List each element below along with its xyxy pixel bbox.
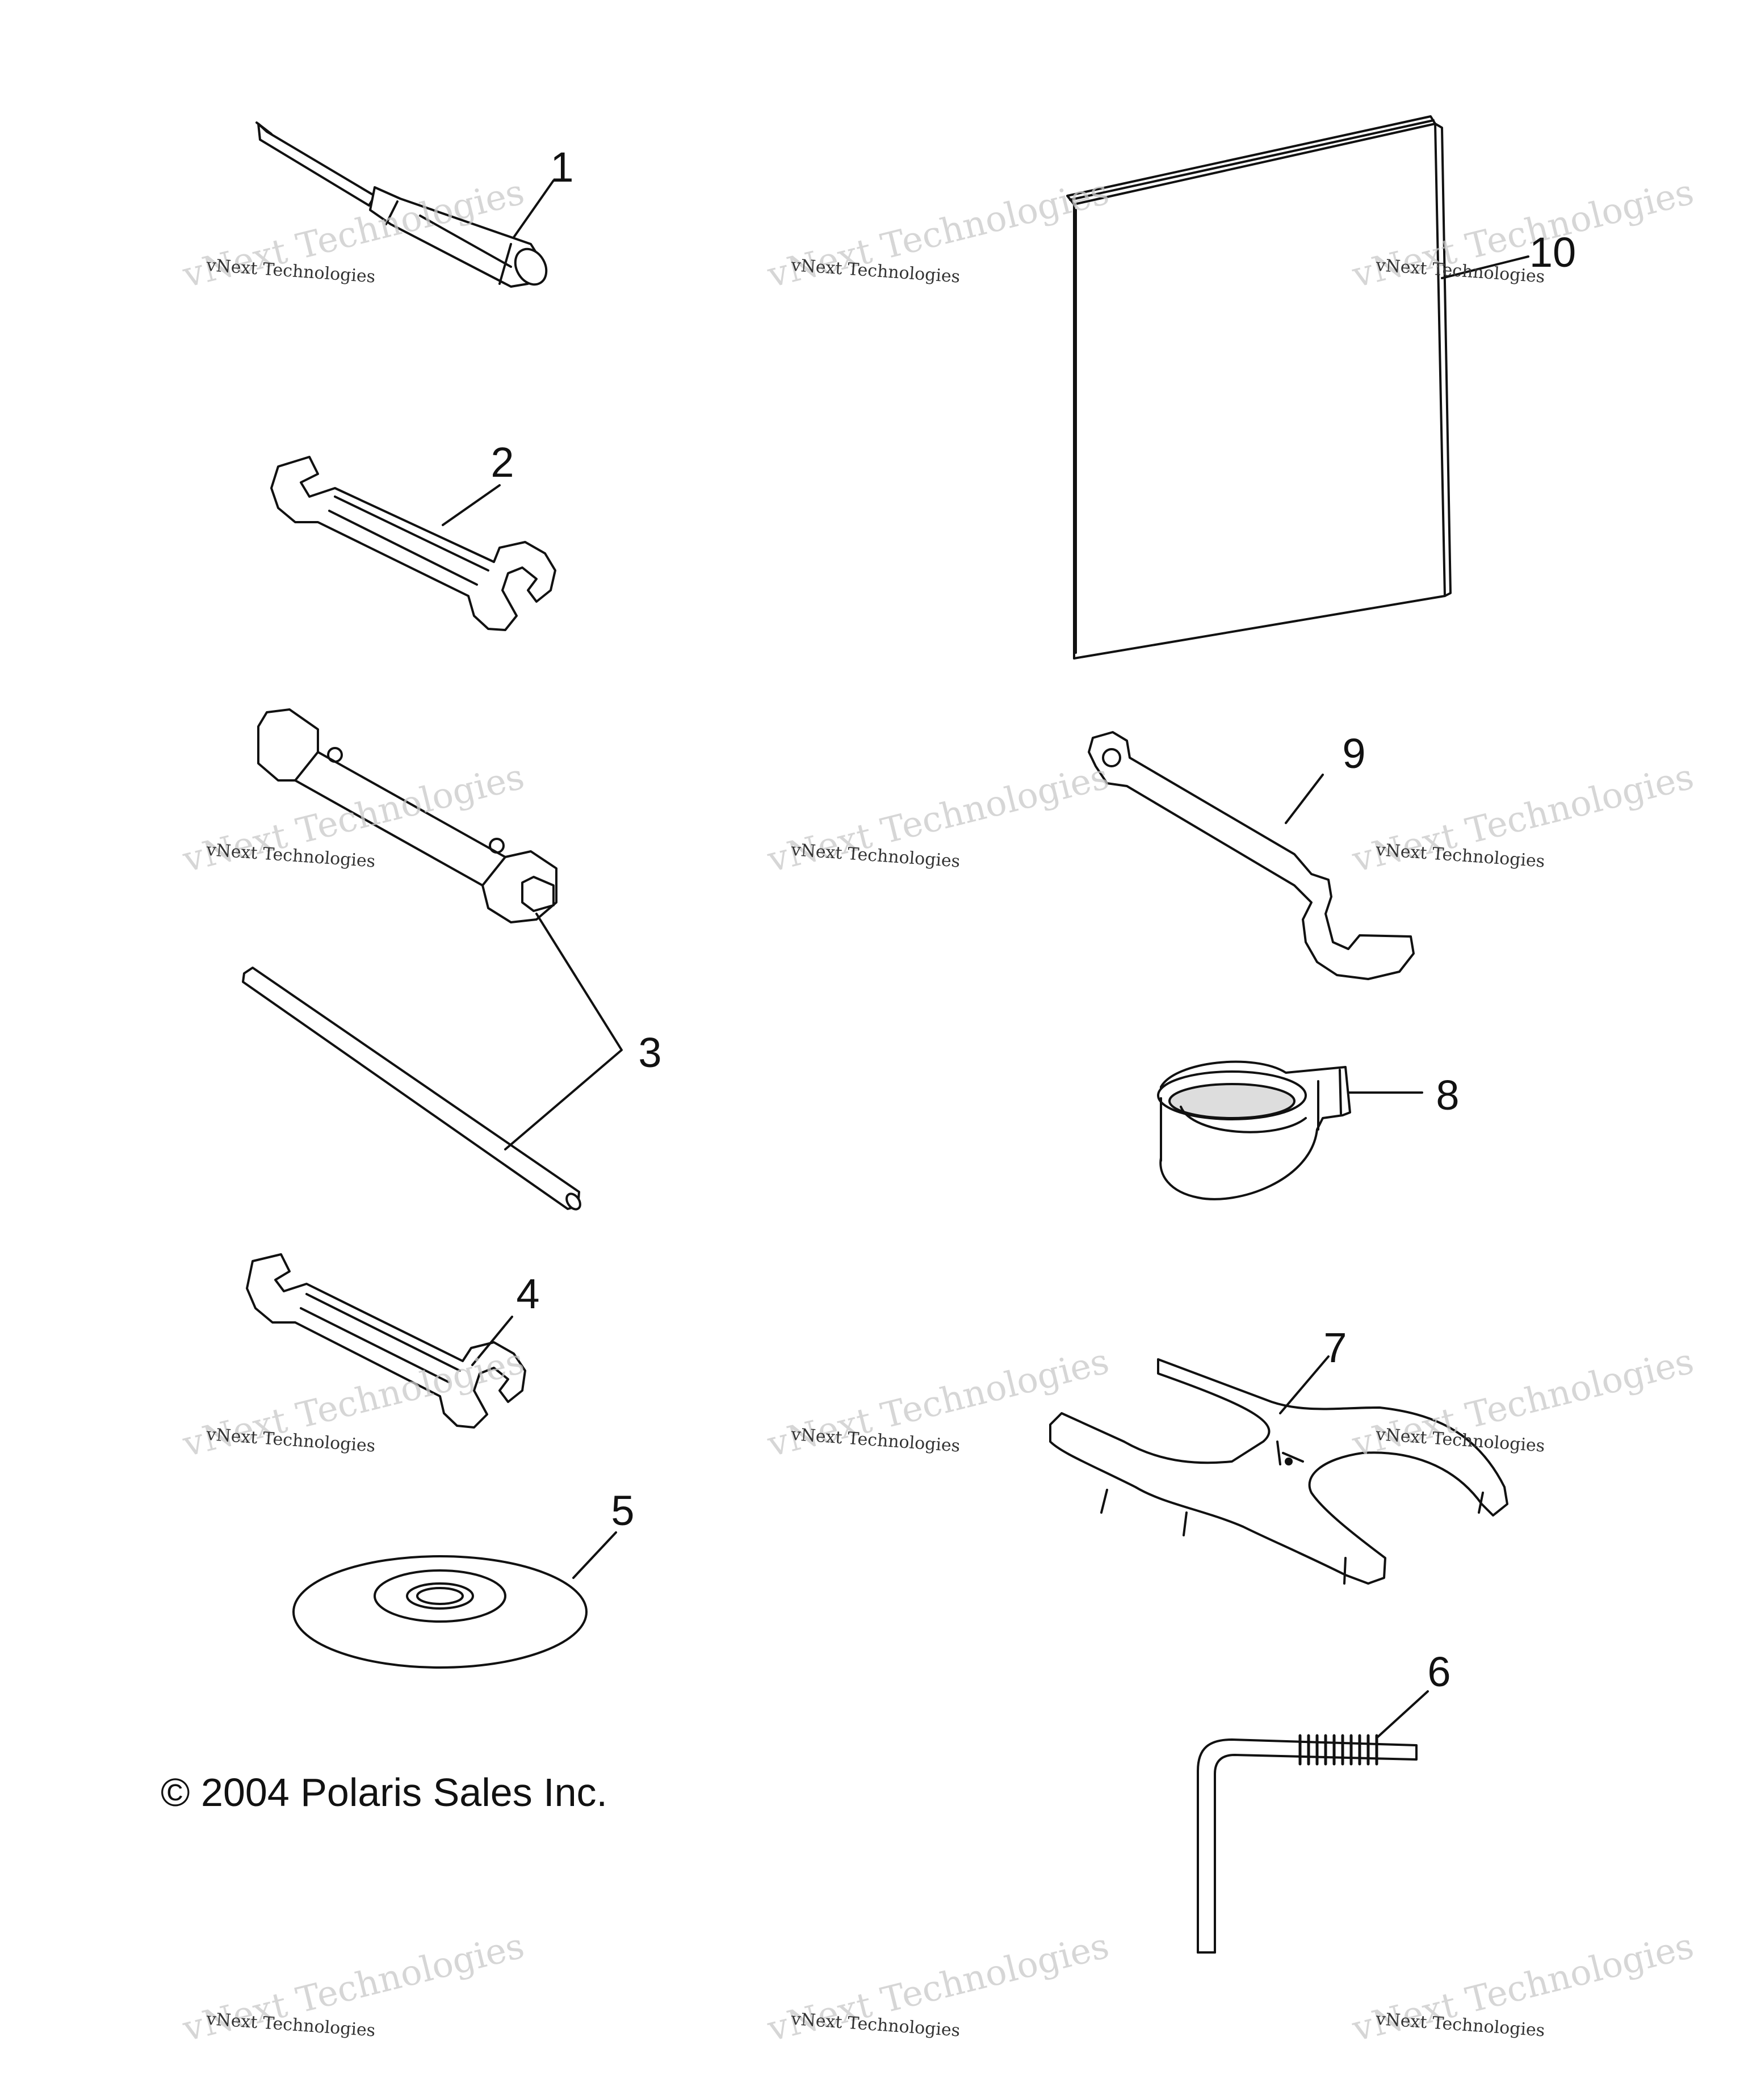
h-tool-icon <box>1049 1358 1508 1585</box>
owners-manual-icon <box>1066 115 1452 660</box>
callout-1: 1 <box>550 144 574 191</box>
callout-3: 3 <box>638 1029 662 1076</box>
callout-7: 7 <box>1323 1324 1347 1371</box>
leader-line-4 <box>471 1316 513 1366</box>
spanner-wrench-icon <box>1088 731 1415 980</box>
callout-10: 10 <box>1529 229 1577 276</box>
cd-disc-icon <box>292 1555 588 1669</box>
callout-2: 2 <box>491 439 514 486</box>
socket-wrench-icon <box>257 708 557 923</box>
copyright-notice: © 2004 Polaris Sales Inc. <box>161 1770 607 1815</box>
callout-8: 8 <box>1436 1072 1460 1119</box>
tommy-bar-icon <box>242 967 581 1211</box>
callout-4: 4 <box>516 1270 540 1317</box>
tape-roll-icon <box>1157 1060 1351 1200</box>
leader-line-6 <box>1376 1690 1429 1739</box>
wrench-icon <box>246 1253 526 1429</box>
leader-line-3 <box>504 913 623 1150</box>
leader-line-9 <box>1285 774 1324 824</box>
callout-6: 6 <box>1427 1648 1451 1695</box>
leader-line-10 <box>1441 255 1529 279</box>
diagram-artwork <box>242 115 1529 1954</box>
callout-9: 9 <box>1342 730 1366 777</box>
leader-line-2 <box>442 484 501 526</box>
leader-line-7 <box>1279 1355 1330 1414</box>
allen-key-icon <box>1197 1734 1418 1954</box>
wrench-icon <box>270 456 556 631</box>
screwdriver-icon <box>255 121 548 288</box>
callout-5: 5 <box>611 1487 635 1534</box>
leader-line-5 <box>572 1531 617 1579</box>
leader-line-1 <box>513 179 555 238</box>
